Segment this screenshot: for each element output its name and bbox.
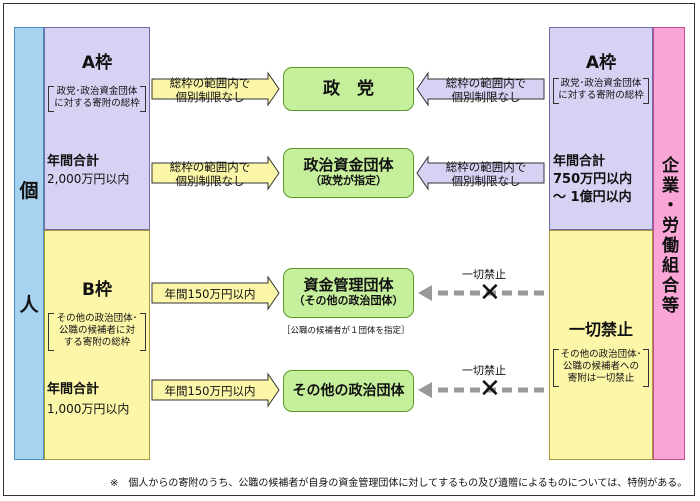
individual-label-bottom: 人 — [19, 294, 39, 316]
corporate-column: 企業・労働組合等 — [653, 27, 685, 460]
mgmt-group-title: 資金管理団体 — [303, 276, 394, 294]
left-a-frame: A枠 政党･政治資金団体 に対する寄附の総枠 年間合計 2,000万円以内 — [44, 27, 150, 230]
arrow-left-b1 — [151, 275, 280, 311]
arrow-left-top-line1: 総枠の範囲内で — [169, 76, 251, 90]
right-b-note-line1: その他の政治団体･ — [560, 349, 642, 360]
corporate-label: 企業・労働組合等 — [658, 156, 678, 316]
arrow-right-top-line1: 総枠の範囲内で — [445, 76, 527, 90]
right-a-title: A枠 — [585, 53, 617, 73]
arrow-left-top-line2: 個別制限なし — [175, 90, 245, 104]
arrow-left-mid-line1: 総枠の範囲内で — [169, 160, 251, 174]
right-b-note-line3: 寄附は一切禁止 — [567, 373, 635, 384]
arrow-right-top-line2: 個別制限なし — [451, 90, 521, 104]
fund-group-sub: （政党が指定） — [310, 174, 387, 187]
arrow-left-b2-label: 年間150万円以内 — [164, 384, 256, 398]
right-b-title: 一切禁止 — [568, 320, 633, 339]
fund-group-title: 政治資金団体 — [303, 156, 394, 174]
left-a-limit-line2: 2,000万円以内 — [47, 172, 130, 186]
prohibited-label-1: 一切禁止 — [462, 268, 506, 281]
individual-label-top: 個 — [19, 180, 39, 202]
right-a-frame: A枠 政党･政治資金団体 に対する寄附の総枠 年間合計 750万円以内 ～ 1億… — [549, 27, 653, 230]
right-b-frame: 一切禁止 その他の政治団体･ 公職の候補者への 寄附は一切禁止 — [549, 230, 653, 460]
left-b-note-line2: 公職の候補者に対 — [58, 325, 135, 336]
left-a-note: 政党･政治資金団体 に対する寄附の総枠 — [48, 86, 146, 112]
mgmt-group-note: ［公職の候補者が１団体を指定］ — [282, 326, 410, 336]
right-a-limit-line1: 年間合計 — [553, 154, 606, 169]
left-b-title: B枠 — [82, 280, 112, 300]
left-b-frame: B枠 その他の政治団体･ 公職の候補者に対 する寄附の総枠 年間合計 1,000… — [44, 230, 150, 460]
right-a-note: 政党･政治資金団体 に対する寄附の総枠 — [553, 78, 649, 104]
arrow-right-mid-line2: 個別制限なし — [451, 174, 521, 188]
party-box: 政 党 — [283, 67, 414, 111]
mgmt-group-sub: （その他の政治団体） — [293, 294, 404, 307]
left-b-note-line3: する寄附の総枠 — [63, 337, 131, 348]
left-a-title: A枠 — [81, 53, 113, 73]
x-mark-icon-2: ✕ — [479, 374, 501, 404]
right-a-limit-line3: ～ 1億円以内 — [553, 190, 632, 205]
arrow-right-top-label: 総枠の範囲内で 個別制限なし — [432, 76, 540, 104]
arrow-right-mid — [416, 155, 545, 191]
arrow-left-b2 — [151, 372, 280, 408]
individual-column: 個 人 — [14, 27, 44, 460]
arrow-left-mid-line2: 個別制限なし — [175, 174, 245, 188]
other-group-title: その他の政治団体 — [292, 383, 405, 399]
left-a-limit-line1: 年間合計 — [47, 154, 100, 169]
arrow-left-top-label: 総枠の範囲内で 個別制限なし — [156, 76, 264, 104]
left-a-note-line2: に対する寄附の総枠 — [54, 98, 140, 109]
right-a-limit-line2: 750万円以内 — [553, 172, 633, 187]
arrow-left-top — [151, 71, 280, 107]
right-b-note: その他の政治団体･ 公職の候補者への 寄附は一切禁止 — [553, 349, 649, 387]
arrow-right-mid-label: 総枠の範囲内で 個別制限なし — [432, 160, 540, 188]
fund-group-box: 政治資金団体 （政党が指定） — [283, 148, 414, 198]
right-a-note-line1: 政党･政治資金団体 — [560, 78, 642, 89]
arrow-left-b1-label: 年間150万円以内 — [164, 287, 256, 301]
left-b-note-line1: その他の政治団体･ — [56, 313, 138, 324]
prohibited-label-2: 一切禁止 — [462, 364, 506, 377]
footnote: ※ 個人からの寄附のうち、公職の候補者が自身の資金管理団体に対してするもの及び遺… — [110, 478, 688, 489]
mgmt-group-box: 資金管理団体 （その他の政治団体） — [283, 268, 414, 318]
right-a-note-line2: に対する寄附の総枠 — [558, 90, 644, 101]
arrow-left-mid — [151, 155, 280, 191]
party-title: 政 党 — [323, 79, 374, 99]
x-mark-icon-1: ✕ — [479, 278, 501, 308]
arrow-right-top — [416, 71, 545, 107]
right-b-note-line2: 公職の候補者への — [562, 361, 639, 372]
left-b-note: その他の政治団体･ 公職の候補者に対 する寄附の総枠 — [48, 313, 146, 351]
left-a-note-line1: 政党･政治資金団体 — [56, 86, 138, 97]
arrow-right-mid-line1: 総枠の範囲内で — [445, 160, 527, 174]
arrow-left-mid-label: 総枠の範囲内で 個別制限なし — [156, 160, 264, 188]
left-b-limit-line1: 年間合計 — [47, 382, 100, 397]
other-group-box: その他の政治団体 — [283, 370, 414, 412]
left-b-limit-line2: 1,000万円以内 — [47, 402, 130, 416]
